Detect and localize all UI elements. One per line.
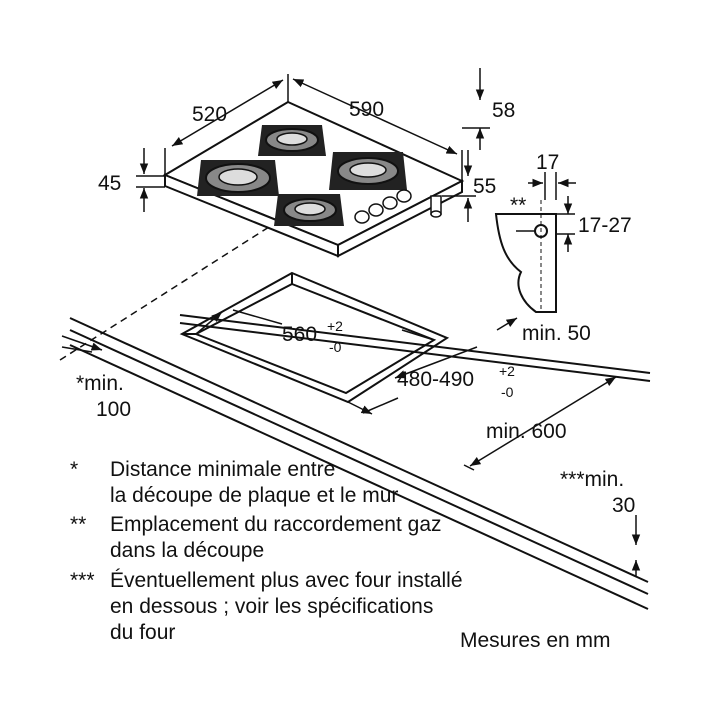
- dim-480-490-tol-minus: -0: [501, 384, 514, 400]
- control-knobs: [354, 189, 412, 224]
- note-1-line-1: Distance minimale entre: [110, 458, 336, 481]
- gas-connector: [430, 195, 442, 218]
- dim-58: 58: [492, 99, 515, 122]
- note-1-mark: *: [70, 458, 79, 481]
- note-3-mark: ***: [70, 569, 95, 592]
- burner-front: [274, 194, 344, 226]
- wall-reference-line: [59, 219, 281, 361]
- burner-back: [258, 125, 326, 156]
- dim-45: 45: [98, 172, 121, 195]
- dim-520: 520: [192, 103, 227, 126]
- dim-560: 560: [282, 323, 317, 346]
- note-2-line-1: Emplacement du raccordement gaz: [110, 513, 442, 536]
- dim-min-600: min. 600: [486, 420, 567, 443]
- note-3-line-2: en dessous ; voir les spécifications: [110, 595, 434, 618]
- dim-590: 590: [349, 98, 384, 121]
- note-3-line-1: Éventuellement plus avec four installé: [110, 569, 463, 592]
- dim-min-30-label: ***min.: [560, 468, 624, 491]
- note-1-line-2: la découpe de plaque et le mur: [110, 484, 399, 507]
- burner-left: [197, 160, 279, 196]
- dim-double-star: **: [510, 194, 526, 217]
- dim-min-30-value: 30: [612, 494, 635, 517]
- dim-480-490: 480-490: [397, 368, 474, 391]
- note-2-line-2: dans la découpe: [110, 539, 265, 562]
- note-2-mark: **: [70, 513, 87, 536]
- dim-55: 55: [473, 175, 496, 198]
- dim-560-tol-plus: +2: [327, 318, 343, 334]
- dim-min-100-value: 100: [96, 398, 131, 421]
- dim-17: 17: [536, 151, 559, 174]
- note-3-line-3: du four: [110, 621, 176, 644]
- connection-detail: [494, 200, 557, 313]
- units-label: Mesures en mm: [460, 629, 611, 652]
- burner-right: [329, 152, 407, 190]
- dim-min-50: min. 50: [522, 322, 591, 345]
- dim-17-27: 17-27: [578, 214, 632, 237]
- dim-min-100-label: *min.: [76, 372, 124, 395]
- dim-560-tol-minus: -0: [329, 339, 342, 355]
- dim-480-490-tol-plus: +2: [499, 363, 515, 379]
